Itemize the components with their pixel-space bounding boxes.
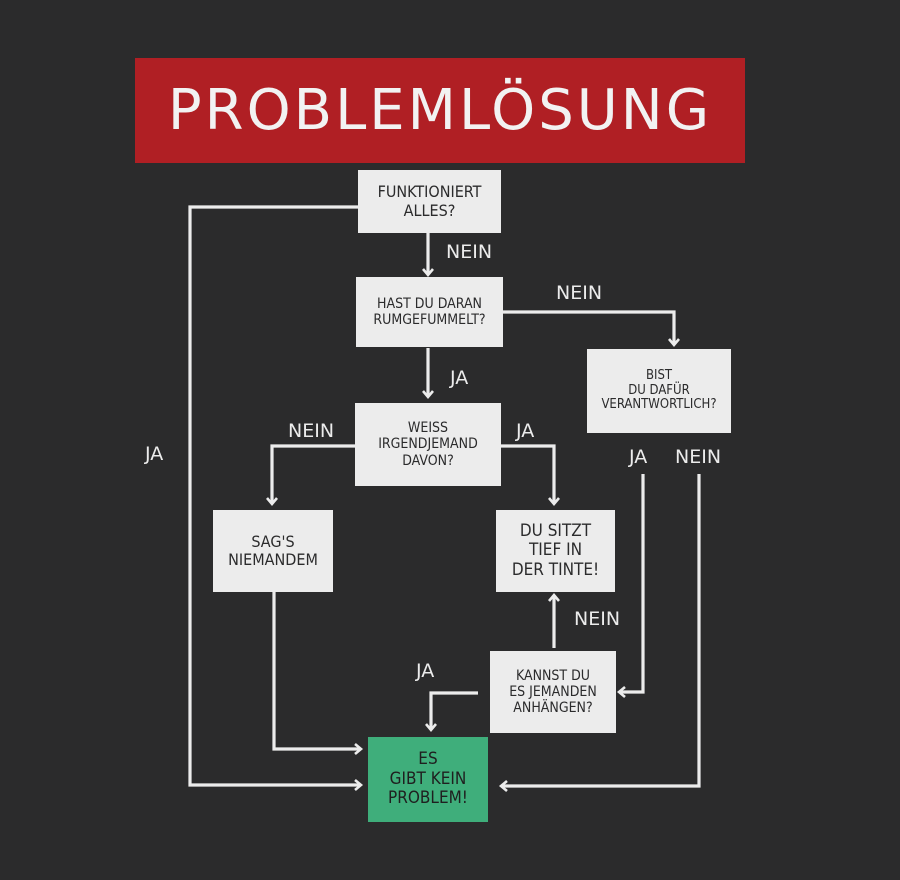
connector-weiss-nein: [266, 444, 355, 507]
connector-rumgefummelt-nein: [503, 310, 680, 348]
label-ja-anhaengen: JA: [416, 660, 435, 682]
label-nein-weiss: NEIN: [288, 420, 335, 442]
label-ja-rumgefummelt: JA: [450, 367, 469, 389]
connector-niemandem-final: [272, 592, 364, 755]
node-funktioniert: FUNKTIONIERT ALLES?: [358, 170, 501, 233]
node-niemandem: SAG'S NIEMANDEM: [213, 510, 333, 592]
label-ja-left: JA: [145, 443, 164, 465]
connector-weiss-ja: [500, 444, 560, 507]
node-kein-problem: ES GIBT KEIN PROBLEM!: [368, 737, 488, 822]
label-nein-anhaengen: NEIN: [574, 608, 621, 630]
node-rumgefummelt: HAST DU DARAN RUMGEFUMMELT?: [356, 277, 503, 347]
connector-verantwortlich-nein: [498, 474, 701, 792]
node-anhaengen: KANNST DU ES JEMANDEN ANHÄNGEN?: [490, 651, 616, 733]
connector-anhaengen-ja: [425, 691, 478, 733]
page-title: PROBLEMLÖSUNG: [135, 58, 745, 163]
node-weiss: WEISS IRGENDJEMAND DAVON?: [355, 403, 501, 486]
connector-verantwortlich-ja: [616, 474, 645, 698]
node-verantwortlich: BIST DU DAFÜR VERANTWORTLICH?: [587, 349, 731, 433]
label-ja-weiss: JA: [516, 420, 535, 442]
label-nein-funktioniert: NEIN: [446, 241, 493, 263]
label-ja-verantwortlich: JA: [629, 446, 648, 468]
node-tinte: DU SITZT TIEF IN DER TINTE!: [496, 510, 615, 592]
label-nein-rumgefummelt: NEIN: [556, 282, 603, 304]
label-nein-verantwortlich: NEIN: [675, 446, 722, 468]
connector-funktioniert-ja: [188, 205, 364, 791]
